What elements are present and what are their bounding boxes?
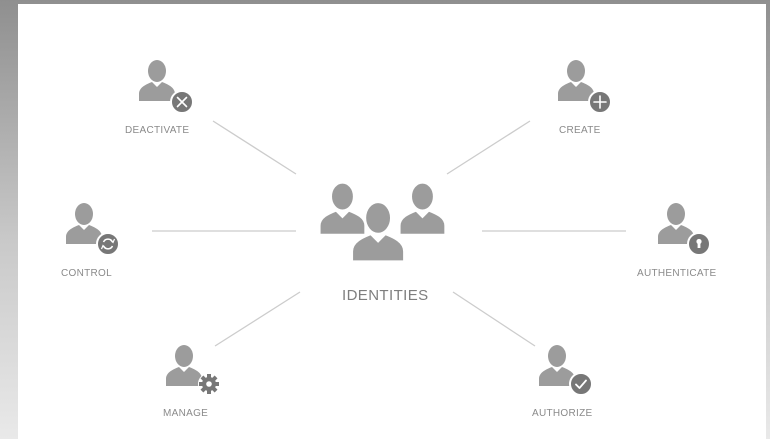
node-deactivate [139,60,194,114]
label-control: CONTROL [61,268,112,279]
node-control [66,203,120,256]
user-group-icon [318,181,447,263]
node-authorize [539,345,593,396]
label-identities: IDENTITIES [342,287,429,304]
node-create [558,60,612,114]
label-authorize: AUTHORIZE [532,408,593,419]
label-create: CREATE [559,125,601,136]
user-check-icon [539,345,593,396]
user-add-icon [558,60,612,114]
connector-deactivate [212,120,297,175]
connector-create [446,120,531,175]
user-settings-icon [166,345,220,395]
connector-manage [214,291,301,347]
user-remove-icon [139,60,194,114]
user-keyhole-icon [658,203,711,256]
user-sync-icon [66,203,120,256]
label-deactivate: DEACTIVATE [125,125,190,136]
label-authenticate: AUTHENTICATE [637,268,717,279]
connector-authorize [452,291,536,347]
node-authenticate [658,203,711,256]
node-manage [166,345,220,395]
connectors [152,120,626,347]
label-manage: MANAGE [163,408,209,419]
